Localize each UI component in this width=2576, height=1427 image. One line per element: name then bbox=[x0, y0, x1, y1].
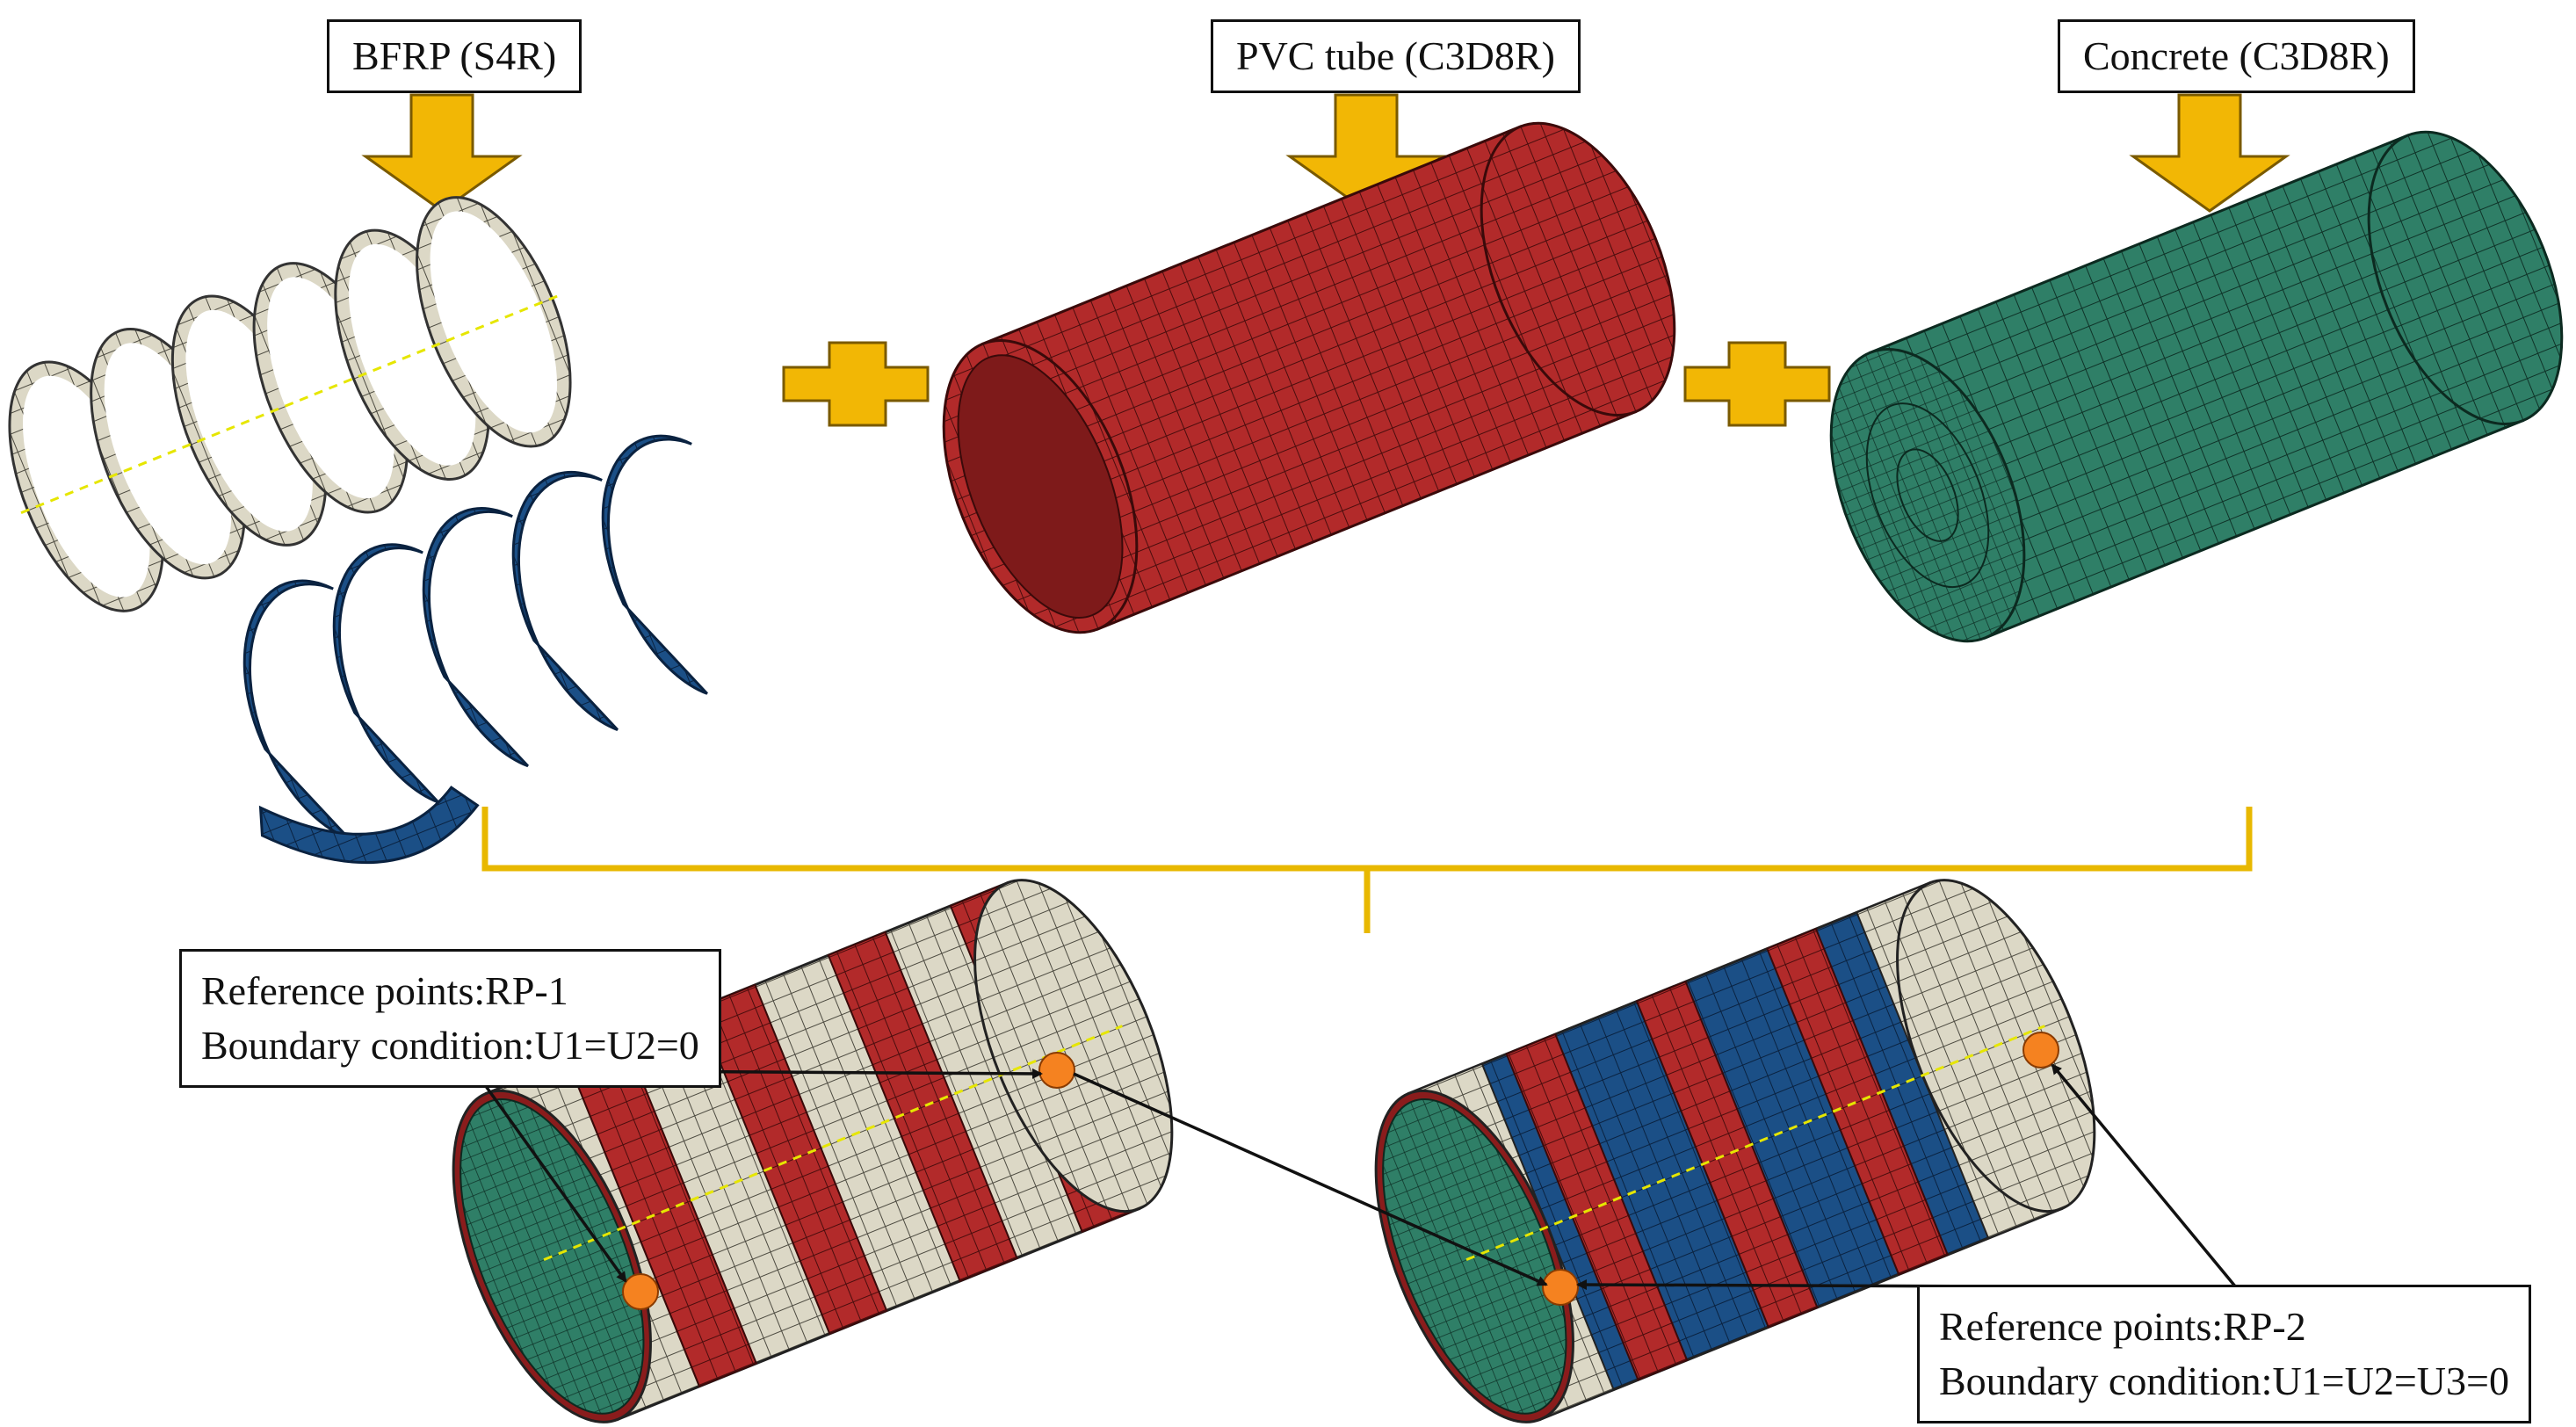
concrete-label-text: Concrete (C3D8R) bbox=[2083, 33, 2390, 78]
down-arrow-bfrp bbox=[361, 93, 523, 213]
rp2-note-line2: Boundary condition:U1=U2=U3=0 bbox=[1939, 1358, 2509, 1404]
reference-point-rp2-far bbox=[2022, 1032, 2059, 1068]
reference-point-rp2-near bbox=[1542, 1269, 1579, 1306]
pvc-tube-label-text: PVC tube (C3D8R) bbox=[1236, 33, 1555, 78]
bfrp-label: BFRP (S4R) bbox=[327, 19, 582, 94]
pvc-tube-model bbox=[942, 121, 1676, 634]
bfrp-label-text: BFRP (S4R) bbox=[352, 33, 557, 78]
bfrp-helix-light bbox=[8, 196, 572, 612]
reference-point-rp1-near bbox=[622, 1273, 659, 1310]
assembly-bracket bbox=[481, 807, 2253, 933]
concrete-core-model bbox=[1829, 130, 2564, 643]
pvc-tube-label: PVC tube (C3D8R) bbox=[1211, 19, 1581, 94]
concrete-label: Concrete (C3D8R) bbox=[2058, 19, 2415, 94]
reference-point-rp1-far bbox=[1038, 1052, 1075, 1089]
assembly-model-2 bbox=[1374, 879, 2096, 1423]
bfrp-helix-blue bbox=[242, 434, 708, 865]
rp1-note: Reference points:RP-1 Boundary condition… bbox=[179, 949, 721, 1089]
rp1-note-line2: Boundary condition:U1=U2=0 bbox=[201, 1023, 699, 1068]
assembly-model-1 bbox=[452, 879, 1174, 1423]
plus-icon-2 bbox=[1683, 341, 1831, 427]
plus-icon-1 bbox=[782, 341, 930, 427]
rp1-note-line1: Reference points:RP-1 bbox=[201, 968, 568, 1013]
rp2-note-line1: Reference points:RP-2 bbox=[1939, 1304, 2306, 1349]
down-arrow-concrete bbox=[2129, 93, 2290, 213]
rp2-note: Reference points:RP-2 Boundary condition… bbox=[1917, 1285, 2531, 1424]
